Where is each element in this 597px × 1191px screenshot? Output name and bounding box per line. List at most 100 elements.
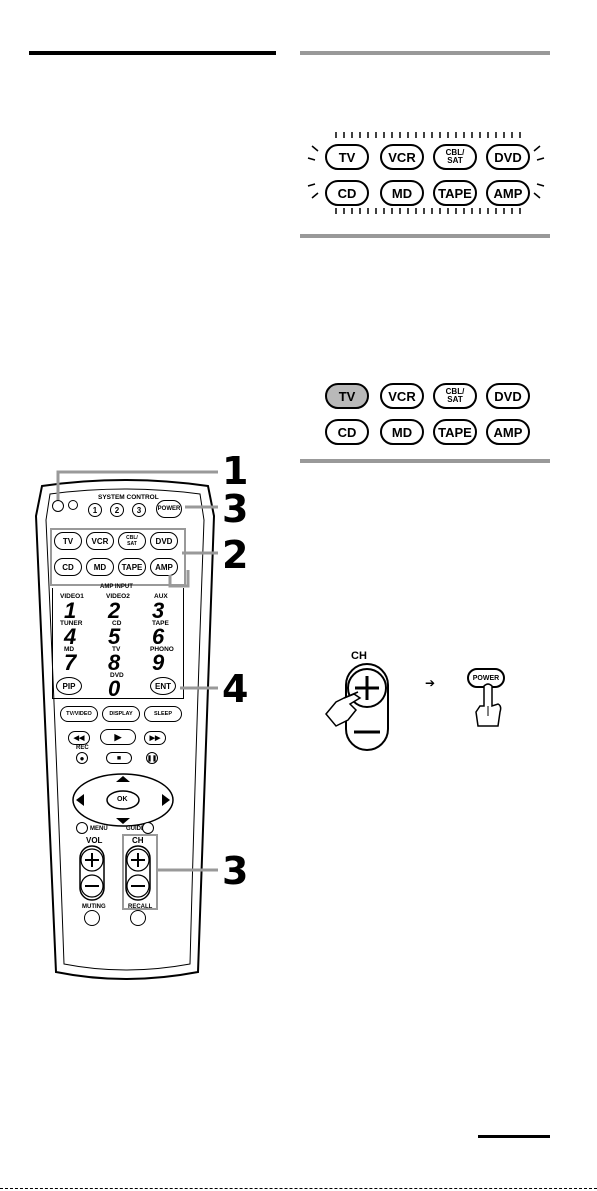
play-button[interactable]: ▶ [100, 729, 136, 745]
pip-label: PIP [62, 681, 76, 691]
callout-3-ch: 3 [222, 849, 249, 893]
device-buttons-tv-selected: TV VCR CBL/SAT DVD CD MD TAPE AMP [300, 378, 552, 448]
pip-button[interactable]: PIP [56, 677, 82, 695]
page-bottom-dashed [0, 1188, 597, 1189]
system-button-1[interactable]: 1 [88, 503, 102, 517]
key-6[interactable]: 6 [152, 624, 165, 649]
amp-label: AMP [493, 424, 523, 440]
device-button-dvd: DVD [486, 383, 530, 409]
fast-forward-button[interactable]: ▶▶ [144, 731, 166, 745]
tv-label: TV [338, 388, 356, 404]
remote-tv-button[interactable]: TV [54, 532, 82, 550]
indicator-led-1 [52, 500, 64, 512]
ent-label: ENT [155, 681, 171, 691]
dvd-label: DVD [155, 536, 173, 546]
pressing-finger-icon [475, 683, 502, 727]
key-label-phono: PHONO [150, 646, 174, 653]
menu-button[interactable] [76, 822, 88, 834]
rewind-button[interactable]: ◀◀ [68, 731, 90, 745]
remote-dvd-button[interactable]: DVD [150, 532, 178, 550]
key-0[interactable]: 0 [108, 676, 121, 701]
callout-4: 4 [222, 667, 249, 711]
remote-vcr-button[interactable]: VCR [86, 532, 114, 550]
cbl-label: CBL/ [126, 535, 138, 541]
dpad-icon[interactable] [68, 770, 178, 830]
key-label-tape: TAPE [152, 620, 169, 627]
device-button-cbl-sat: CBL/SAT [433, 383, 477, 409]
key-7[interactable]: 7 [64, 650, 77, 675]
key-label-dvd: DVD [110, 672, 124, 679]
power-button[interactable]: POWER [156, 500, 182, 518]
muting-button[interactable] [84, 910, 100, 926]
key-label-tuner: TUNER [60, 620, 83, 627]
tv-video-button[interactable]: TV/VIDEO [60, 706, 98, 722]
remote-control: SYSTEM CONTROL 1 2 3 POWER TV VCR CBL/SA… [30, 476, 220, 984]
ch-highlight-box [122, 834, 158, 910]
key-label-video2: VIDEO2 [106, 593, 130, 600]
vcr-label: VCR [91, 536, 109, 546]
tv-label: TV [62, 536, 74, 546]
tape-label: TAPE [438, 424, 472, 440]
key-label-md: MD [64, 646, 75, 653]
dvd-label: DVD [494, 149, 522, 165]
vol-rocker[interactable] [78, 844, 108, 904]
device-button-tv-selected: TV [325, 383, 369, 409]
device-button-amp: AMP [486, 180, 530, 206]
guide-label: GUIDE [126, 826, 146, 832]
remote-cd-button[interactable]: CD [54, 558, 82, 576]
keypad-outline [52, 588, 184, 699]
ent-button[interactable]: ENT [150, 677, 176, 695]
blinking-device-buttons: TV VCR CBL/SAT DVD CD MD TAPE AMP [300, 118, 552, 228]
rec-button[interactable]: ● [76, 752, 88, 764]
display-button[interactable]: DISPLAY [102, 706, 140, 722]
stop-button[interactable]: ■ [106, 752, 132, 764]
key-3[interactable]: 3 [152, 598, 165, 623]
header-rule-left [29, 51, 276, 55]
device-button-vcr: VCR [380, 383, 424, 409]
arrow-icon: ➔ [425, 676, 436, 690]
sys-2-label: 2 [114, 505, 120, 515]
guide-button[interactable] [142, 822, 154, 834]
tape-label: TAPE [121, 562, 143, 572]
key-5[interactable]: 5 [108, 624, 121, 649]
blink-rays-icon [307, 132, 545, 214]
recall-label: RECALL [128, 904, 153, 910]
power-label: POWER [157, 506, 181, 512]
sys-1-label: 1 [92, 505, 98, 515]
key-8[interactable]: 8 [108, 650, 121, 675]
key-2[interactable]: 2 [108, 598, 121, 623]
key-4[interactable]: 4 [64, 624, 77, 649]
cbl-label: CBL/ [445, 387, 465, 396]
remote-cbl-sat-button[interactable]: CBL/SAT [118, 532, 146, 550]
key-1[interactable]: 1 [64, 598, 77, 623]
device-button-cbl-sat: CBL/SAT [433, 144, 477, 170]
pause-button[interactable]: ❚❚ [146, 752, 158, 764]
section-rule-2 [300, 234, 550, 238]
device-button-md: MD [380, 180, 424, 206]
device-button-dvd: DVD [486, 144, 530, 170]
ch-rocker[interactable] [124, 844, 154, 904]
recall-button[interactable] [130, 910, 146, 926]
cd-label: CD [337, 185, 357, 201]
continued-rule [478, 1135, 550, 1138]
remote-amp-button[interactable]: AMP [150, 558, 178, 576]
rec-label: REC [76, 745, 89, 751]
section-rule-3 [300, 459, 550, 463]
indicator-led-2 [68, 500, 78, 510]
sat-label: SAT [447, 156, 463, 165]
callout-2: 2 [222, 533, 249, 577]
amp-input-label: AMP INPUT [100, 584, 133, 590]
remote-md-button[interactable]: MD [86, 558, 114, 576]
cbl-label: CBL/ [445, 148, 465, 157]
cd-label: CD [337, 424, 357, 440]
remote-tape-button[interactable]: TAPE [118, 558, 146, 576]
device-button-tv: TV [325, 144, 369, 170]
system-button-3[interactable]: 3 [132, 503, 146, 517]
vcr-label: VCR [388, 388, 416, 404]
key-9[interactable]: 9 [152, 650, 165, 675]
device-button-cd: CD [325, 180, 369, 206]
device-button-amp: AMP [486, 419, 530, 445]
vcr-label: VCR [388, 149, 416, 165]
sleep-button[interactable]: SLEEP [144, 706, 182, 722]
system-button-2[interactable]: 2 [110, 503, 124, 517]
